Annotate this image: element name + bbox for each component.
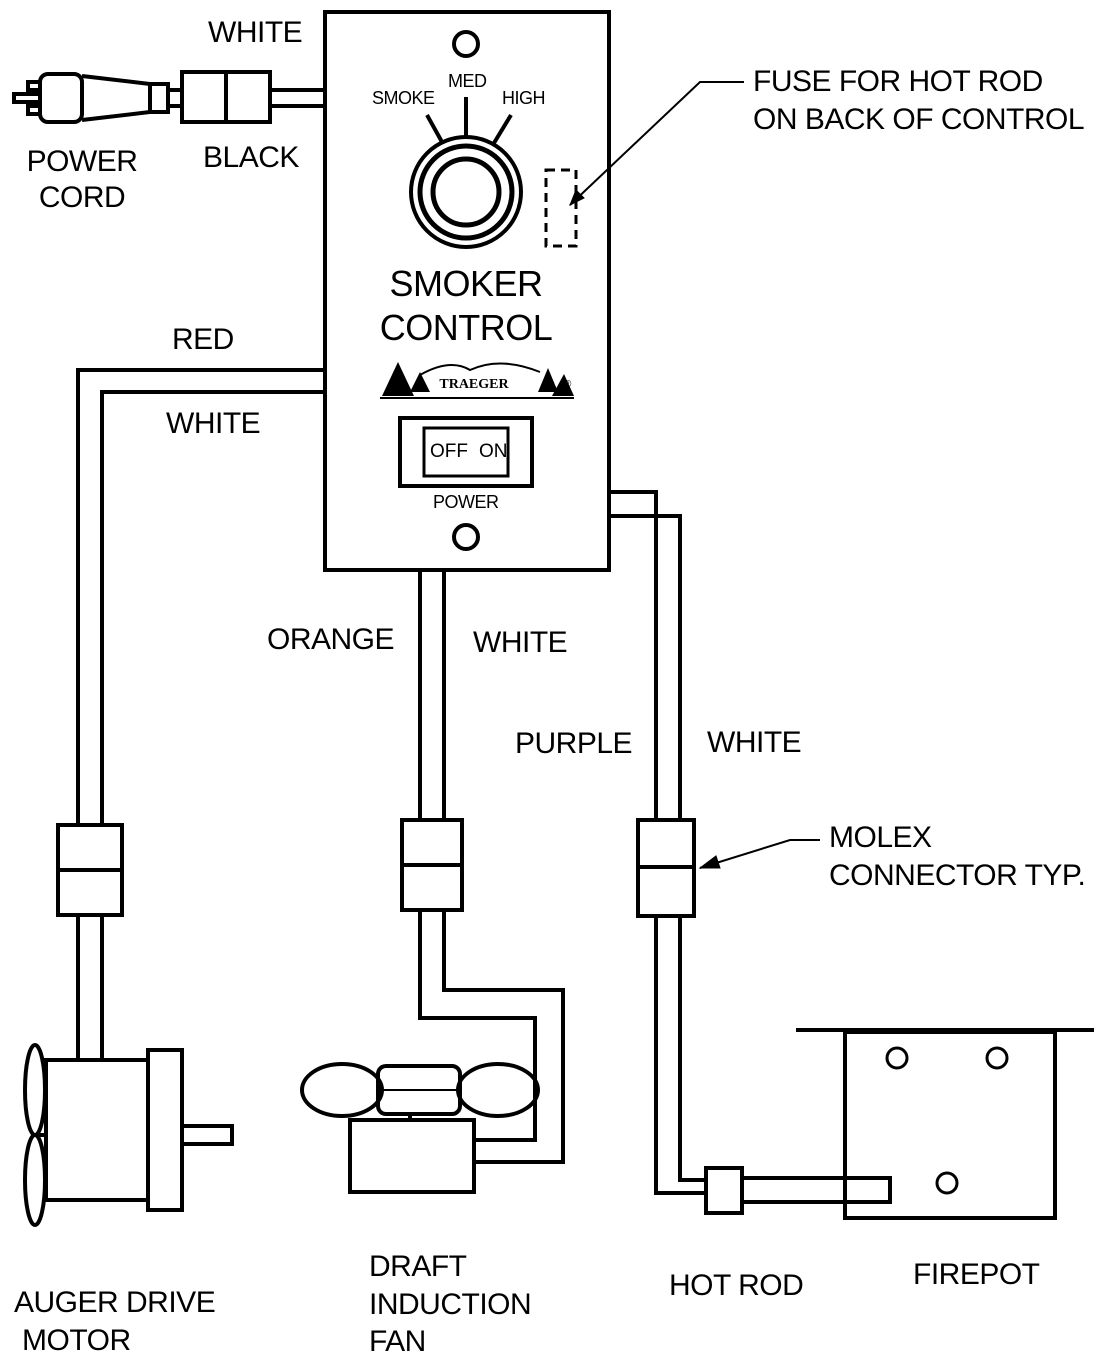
temperature-dial[interactable] xyxy=(409,97,523,249)
auger-motor-label-line2: MOTOR xyxy=(22,1323,131,1357)
dial-label-smoke: SMOKE xyxy=(372,88,435,108)
auger-motor-label-line1: AUGER DRIVE xyxy=(14,1286,216,1319)
power-molex-connector xyxy=(180,70,272,124)
fan-orange-label: ORANGE xyxy=(267,623,395,656)
molex-leader-line xyxy=(699,839,820,869)
hotrod-wire-purple xyxy=(609,490,658,820)
draft-fan-label-line2: INDUCTION xyxy=(369,1287,532,1321)
fan-wire-lower-orange xyxy=(418,910,537,1142)
hotrod-wire-lower-white xyxy=(678,916,706,1182)
fan-white-label: WHITE xyxy=(473,626,568,659)
dial-label-med: MED xyxy=(448,71,487,91)
mount-screw-bottom xyxy=(452,523,480,551)
switch-on-label: ON xyxy=(479,441,508,462)
hot-rod-label: HOT ROD xyxy=(669,1269,804,1302)
molex-callout-line1: MOLEX xyxy=(829,821,932,854)
dial-tick-smoke xyxy=(425,114,444,143)
hot-rod xyxy=(704,1166,892,1215)
fuse-outline xyxy=(544,168,578,248)
draft-fan-label-line3: FAN xyxy=(369,1325,426,1358)
fan-wire-lower-white xyxy=(442,910,565,1164)
auger-wire-red xyxy=(76,368,325,825)
power-switch-caption: POWER xyxy=(433,492,499,512)
power-cord-label-line1: POWER xyxy=(26,145,138,178)
auger-white-label: WHITE xyxy=(166,407,261,440)
power-cord-label: POWER CORD xyxy=(20,146,144,213)
control-title-line1: SMOKER xyxy=(389,263,543,304)
switch-off-label: OFF xyxy=(430,441,468,462)
control-title: SMOKER CONTROL xyxy=(370,265,562,347)
fuse-callout-line2: ON BACK OF CONTROL xyxy=(753,102,1085,136)
smoker-control-box xyxy=(323,10,611,572)
registered-mark: ® xyxy=(564,379,572,390)
draft-fan-label: DRAFT INDUCTION FAN xyxy=(369,1250,532,1358)
molex-callout: MOLEX CONNECTOR TYP. xyxy=(829,821,1086,892)
power-cord-label-line2: CORD xyxy=(38,180,126,214)
auger-wire-white xyxy=(100,390,325,825)
power-switch[interactable] xyxy=(398,416,534,488)
auger-molex-connector xyxy=(56,823,124,917)
fuse-callout-line1: FUSE FOR HOT ROD xyxy=(753,65,1043,98)
auger-motor-label: AUGER DRIVE MOTOR xyxy=(14,1286,216,1357)
molex-callout-line2: CONNECTOR TYP. xyxy=(829,858,1086,892)
auger-red-label: RED xyxy=(172,323,234,356)
hotrod-white-label: WHITE xyxy=(707,726,802,759)
hotrod-wire-white xyxy=(609,514,682,820)
power-plug xyxy=(12,72,170,124)
firepot xyxy=(796,1028,1094,1220)
hotrod-wire-lower-purple xyxy=(654,916,706,1195)
firepot-label: FIREPOT xyxy=(913,1258,1040,1291)
traeger-brand-text: TRAEGER xyxy=(439,377,509,392)
dial-label-high: HIGH xyxy=(502,88,546,108)
fan-molex-connector xyxy=(400,818,464,912)
auger-drive-motor xyxy=(23,1043,234,1227)
traeger-logo xyxy=(380,362,574,399)
hotrod-molex-connector xyxy=(636,818,696,918)
power-wire-black-label: BLACK xyxy=(203,141,299,174)
fuse-leader-line xyxy=(569,81,744,206)
hotrod-purple-label: PURPLE xyxy=(515,727,633,760)
draft-induction-fan xyxy=(300,1062,540,1194)
dial-tick-high xyxy=(492,113,513,145)
fuse-callout: FUSE FOR HOT ROD ON BACK OF CONTROL xyxy=(753,65,1085,136)
fuse-arrowhead xyxy=(569,189,585,207)
mount-screw-top xyxy=(452,30,480,58)
control-title-line2: CONTROL xyxy=(379,306,553,348)
power-wire-white-label: WHITE xyxy=(208,16,303,49)
molex-arrowhead xyxy=(698,855,721,869)
draft-fan-label-line1: DRAFT xyxy=(369,1250,467,1283)
